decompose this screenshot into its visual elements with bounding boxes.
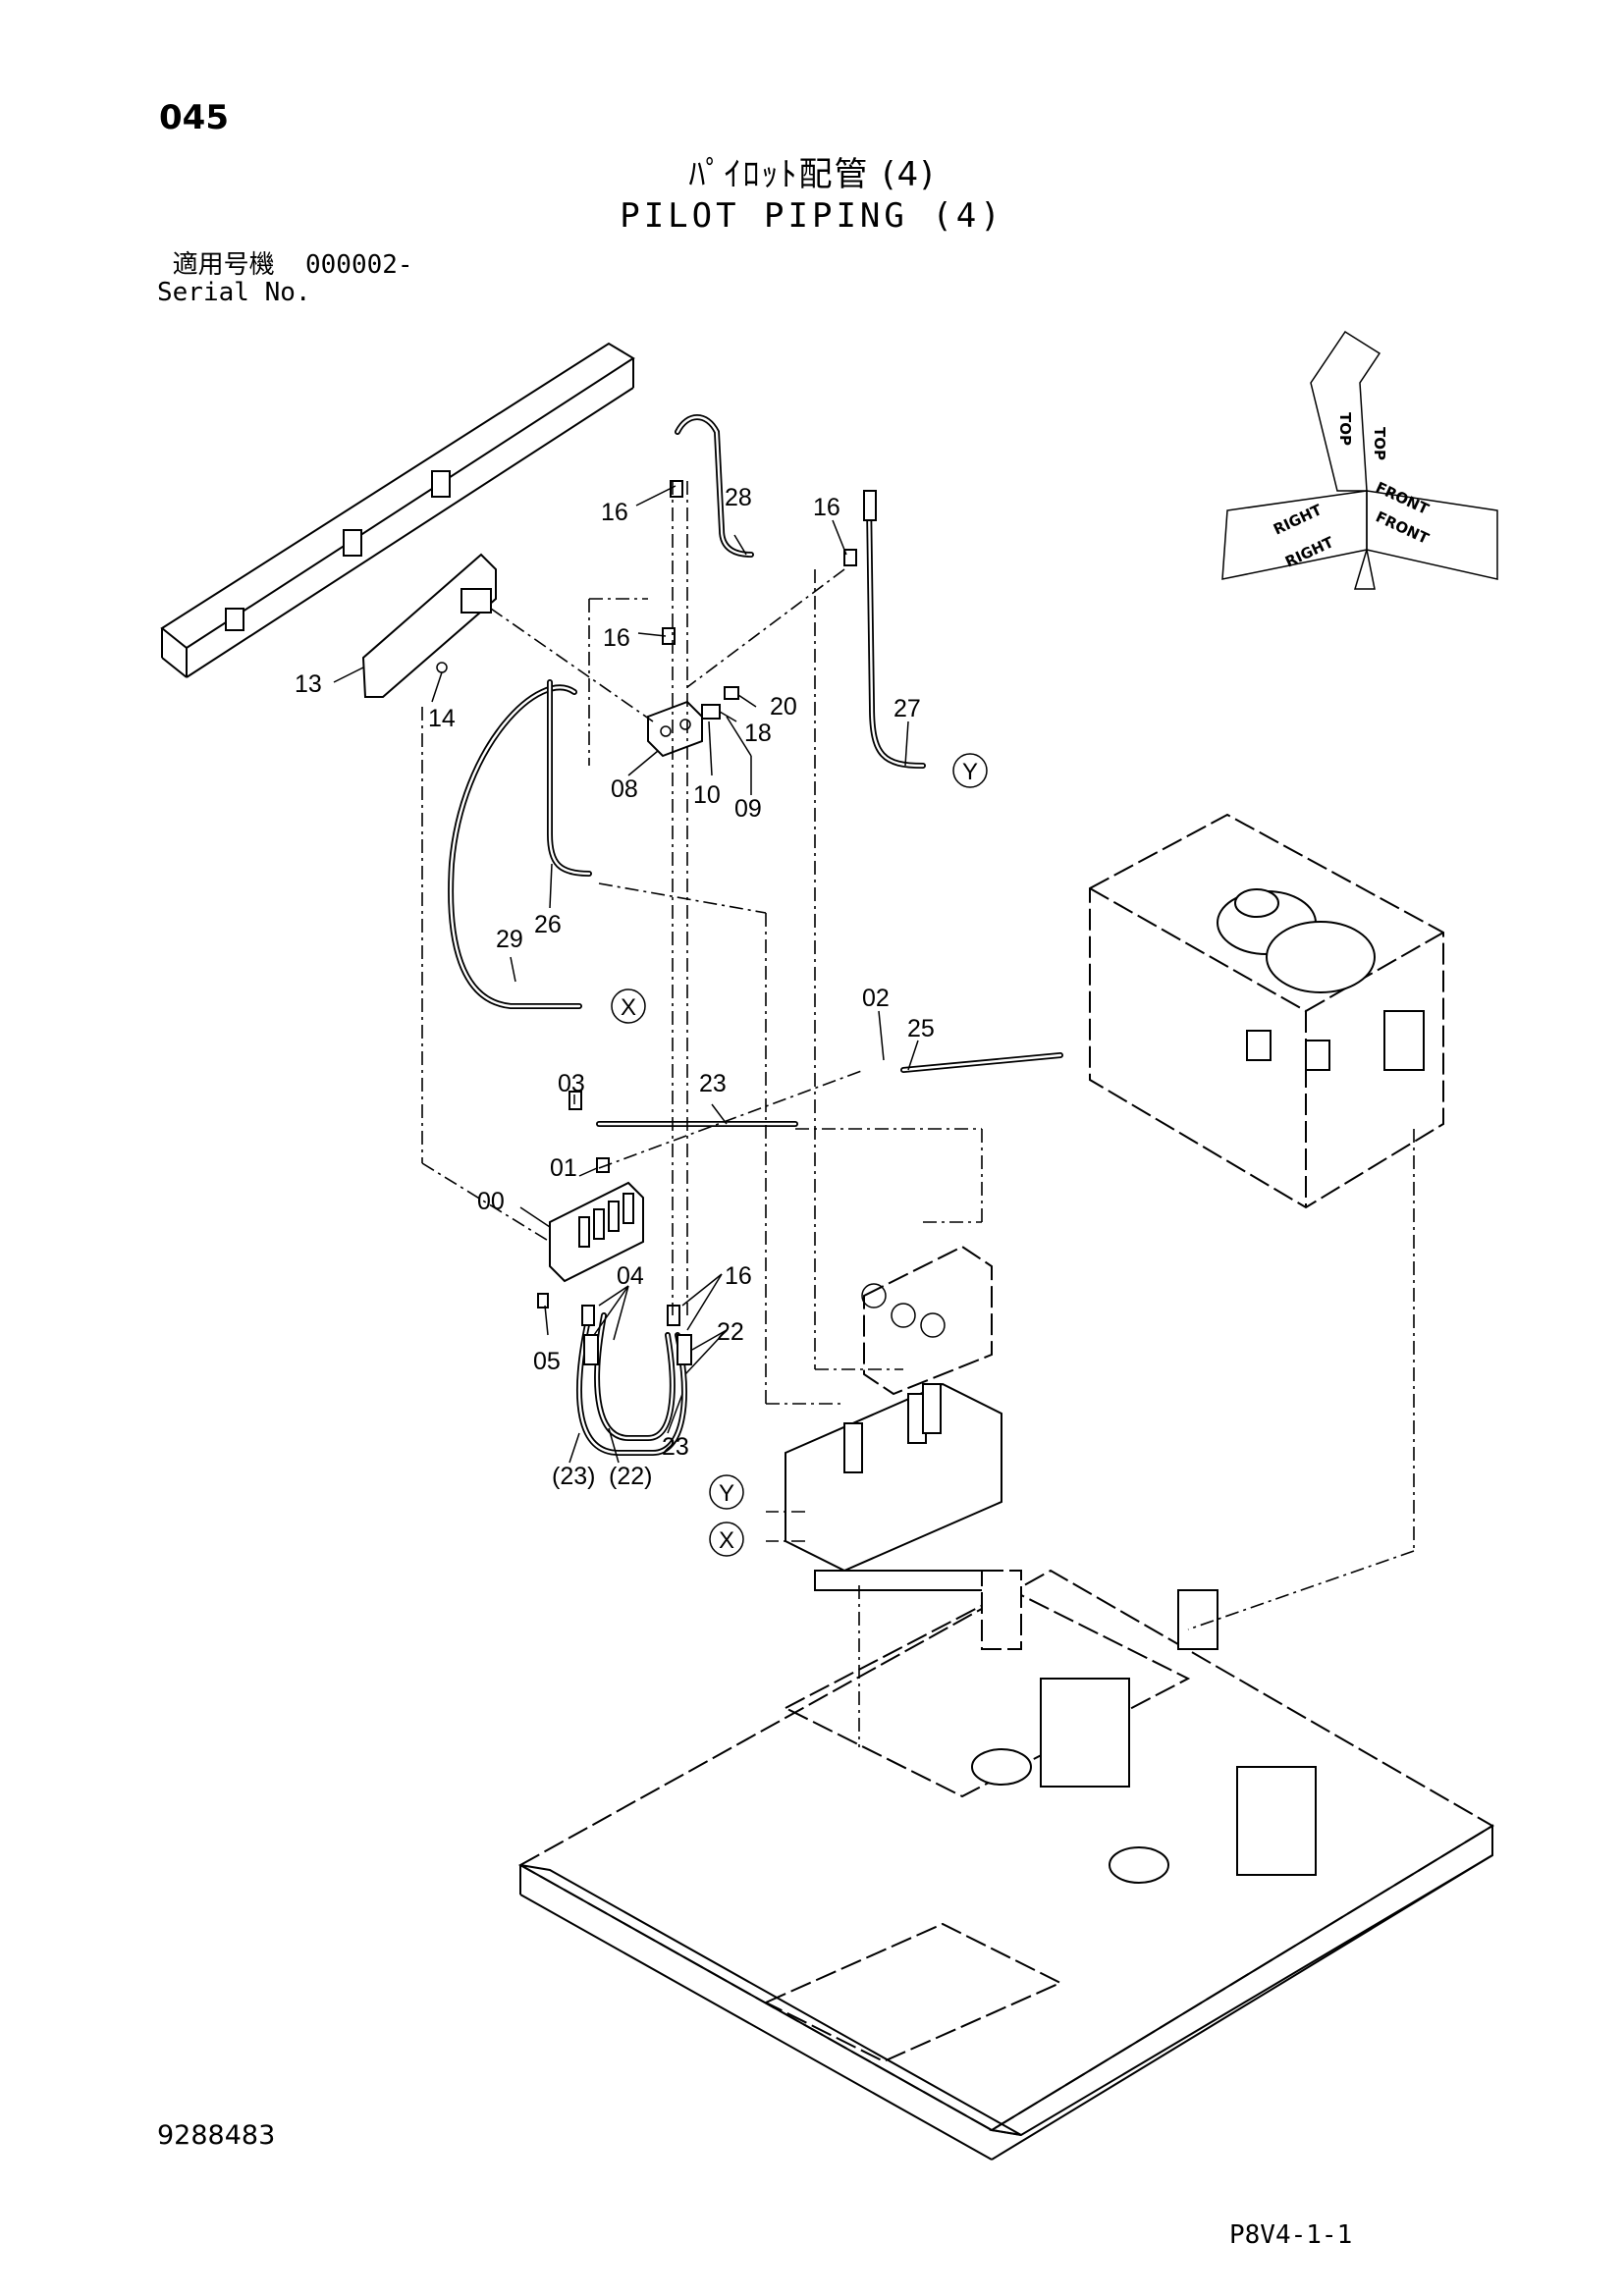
callout-22-paren: (22) bbox=[609, 1463, 652, 1490]
drawing-number: 9288483 bbox=[157, 2120, 276, 2151]
label-right-a: RIGHT bbox=[1271, 501, 1326, 539]
callout-03: 03 bbox=[558, 1070, 585, 1097]
serial-label-en: Serial No. bbox=[157, 278, 311, 307]
callout-05: 05 bbox=[533, 1348, 561, 1375]
ref-circle-x1 bbox=[611, 988, 646, 1024]
callout-27: 27 bbox=[893, 695, 921, 722]
callout-29: 29 bbox=[496, 926, 523, 953]
phantom-lines bbox=[421, 481, 1415, 1747]
ref-y2-label: Y bbox=[719, 1480, 734, 1507]
label-right-b: RIGHT bbox=[1282, 533, 1337, 571]
callout-09: 09 bbox=[734, 795, 762, 823]
ref-circle-y1 bbox=[952, 753, 988, 788]
callout-08: 08 bbox=[611, 775, 638, 803]
pilot-valve-block bbox=[647, 480, 877, 758]
callout-23-paren: (23) bbox=[552, 1463, 595, 1490]
part-callouts: 16 28 16 16 13 14 20 18 27 08 10 09 29 2… bbox=[295, 484, 935, 1490]
callout-01: 01 bbox=[550, 1154, 577, 1182]
callout-16: 16 bbox=[603, 624, 630, 652]
orientation-indicator: TOP TOP RIGHT RIGHT FRONT FRONT bbox=[1221, 330, 1498, 590]
callout-18: 18 bbox=[744, 720, 772, 747]
hose-assemblies bbox=[448, 414, 1063, 1456]
serial-label-jp: 適用号機 bbox=[172, 250, 275, 280]
callout-25: 25 bbox=[907, 1015, 935, 1042]
callout-00: 00 bbox=[477, 1188, 505, 1215]
control-valve bbox=[785, 1245, 1002, 1591]
callout-02: 02 bbox=[862, 985, 890, 1012]
callout-13: 13 bbox=[295, 670, 322, 698]
callout-23: 23 bbox=[662, 1433, 689, 1461]
sheet-code: P8V4-1-1 bbox=[1229, 2220, 1353, 2250]
page-title: PILOT PIPING (4) bbox=[620, 196, 1004, 236]
manifold-block bbox=[537, 1091, 692, 1365]
serial-value: 000002- bbox=[304, 250, 413, 280]
cross-member-rail bbox=[160, 342, 635, 678]
callout-14: 14 bbox=[428, 705, 456, 732]
ref-y1-label: Y bbox=[962, 759, 978, 785]
callout-16: 16 bbox=[725, 1262, 752, 1290]
page-number: 045 bbox=[159, 98, 229, 137]
title-japanese: ﾊﾟｲﾛｯﾄ配管 (4) bbox=[688, 155, 936, 194]
ref-x2-label: X bbox=[719, 1527, 734, 1554]
label-top-a: TOP bbox=[1371, 427, 1388, 460]
bracket-plate bbox=[361, 553, 497, 698]
callout-23: 23 bbox=[699, 1070, 727, 1097]
callout-16: 16 bbox=[601, 499, 628, 526]
hydraulic-tank bbox=[1089, 813, 1444, 1209]
serial-block: 適用号機 000002- Serial No. bbox=[157, 251, 413, 306]
callout-28: 28 bbox=[725, 484, 752, 511]
reference-markers: X Y Y X bbox=[611, 753, 988, 1557]
leader-lines bbox=[333, 485, 919, 1464]
callout-20: 20 bbox=[770, 693, 797, 721]
callout-26: 26 bbox=[534, 911, 562, 938]
label-top-b: TOP bbox=[1336, 412, 1354, 446]
callout-16: 16 bbox=[813, 494, 840, 521]
callout-10: 10 bbox=[693, 781, 721, 809]
ref-x1-label: X bbox=[621, 994, 636, 1021]
base-frame bbox=[517, 1569, 1494, 2161]
ref-circle-y2 bbox=[709, 1474, 744, 1510]
callout-22: 22 bbox=[717, 1318, 744, 1346]
ref-circle-x2 bbox=[709, 1522, 744, 1557]
callout-04: 04 bbox=[617, 1262, 644, 1290]
